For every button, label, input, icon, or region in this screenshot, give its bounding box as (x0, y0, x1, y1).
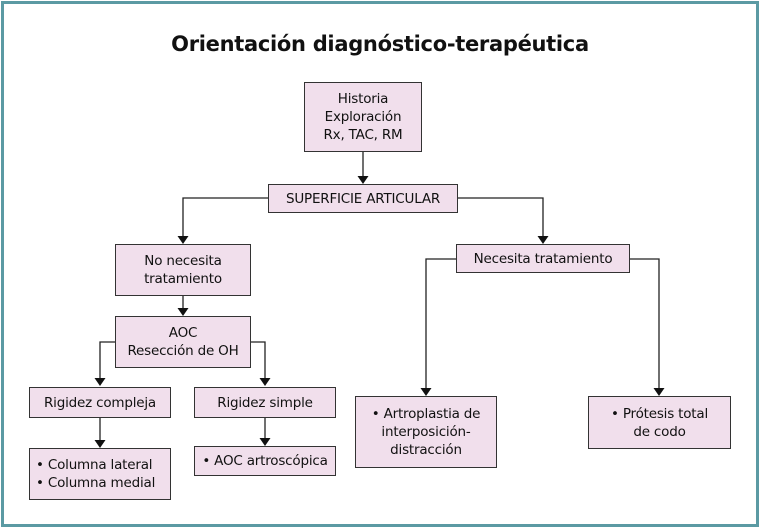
arrowhead (177, 308, 189, 316)
node-aoc-line-1: AOC (168, 325, 198, 341)
node-superficie-articular: SUPERFICIE ARTICULAR (268, 184, 458, 213)
node-aoc-artroscopica-label: • AOC artroscópica (202, 453, 328, 469)
node-rigidez-compleja-label: Rigidez compleja (44, 394, 156, 411)
arrowhead (259, 378, 271, 386)
node-columnas-line-2: • Columna medial (36, 475, 156, 491)
arrowhead (94, 440, 106, 448)
edge-necesita-protesis (629, 258, 660, 388)
node-artroplastia: • Artroplastia de interposición- distrac… (355, 396, 497, 468)
node-historia-line-3: Rx, TAC, RM (323, 127, 403, 143)
edge-necesita-artroplastia (425, 258, 457, 388)
node-necesita-label: Necesita tratamiento (473, 250, 613, 267)
node-rigidez-simple-label: Rigidez simple (217, 394, 313, 411)
arrowhead (537, 236, 549, 244)
edge-superficie-no-necesita (182, 197, 269, 236)
node-no-necesita-line-2: tratamiento (144, 271, 222, 287)
edge-aoc-rigidez-compleja (99, 341, 116, 378)
arrowhead (259, 438, 271, 446)
node-artroplastia-line-1: • Artroplastia de (371, 406, 481, 422)
diagram-title: Orientación diagnóstico-terapéutica (171, 32, 589, 56)
node-aoc-artroscopica: • AOC artroscópica (194, 446, 336, 476)
edge-superficie-necesita (458, 197, 544, 236)
node-no-necesita-line-1: No necesita (144, 253, 222, 269)
node-rigidez-compleja: Rigidez compleja (29, 387, 171, 418)
node-superficie-label: SUPERFICIE ARTICULAR (285, 190, 441, 207)
node-aoc-reseccion: AOC Resección de OH (115, 316, 251, 368)
edge-aoc-rigidez-simple (250, 341, 266, 378)
arrowhead (420, 388, 432, 396)
node-artroplastia-line-2: interposición- (381, 424, 471, 440)
node-artroplastia-line-3: distracción (390, 442, 462, 458)
node-protesis-line-2: de codo (633, 423, 686, 440)
node-historia-line-1: Historia (337, 91, 389, 107)
arrowhead (357, 176, 369, 184)
node-columnas-line-1: • Columna lateral (36, 457, 153, 473)
arrowhead (653, 388, 665, 396)
node-no-necesita-tratamiento: No necesita tratamiento (115, 244, 251, 296)
node-rigidez-simple: Rigidez simple (194, 387, 336, 418)
node-protesis: • Prótesis total de codo (588, 396, 731, 449)
arrowhead (177, 236, 189, 244)
node-aoc-line-2: Resección de OH (127, 343, 239, 359)
node-historia-line-2: Exploración (324, 109, 402, 125)
node-necesita-tratamiento: Necesita tratamiento (456, 244, 630, 273)
node-historia: Historia Exploración Rx, TAC, RM (304, 82, 422, 152)
arrowhead (94, 378, 106, 386)
node-protesis-line-1: • Prótesis total (610, 405, 709, 422)
node-columnas: • Columna lateral • Columna medial (29, 448, 171, 500)
